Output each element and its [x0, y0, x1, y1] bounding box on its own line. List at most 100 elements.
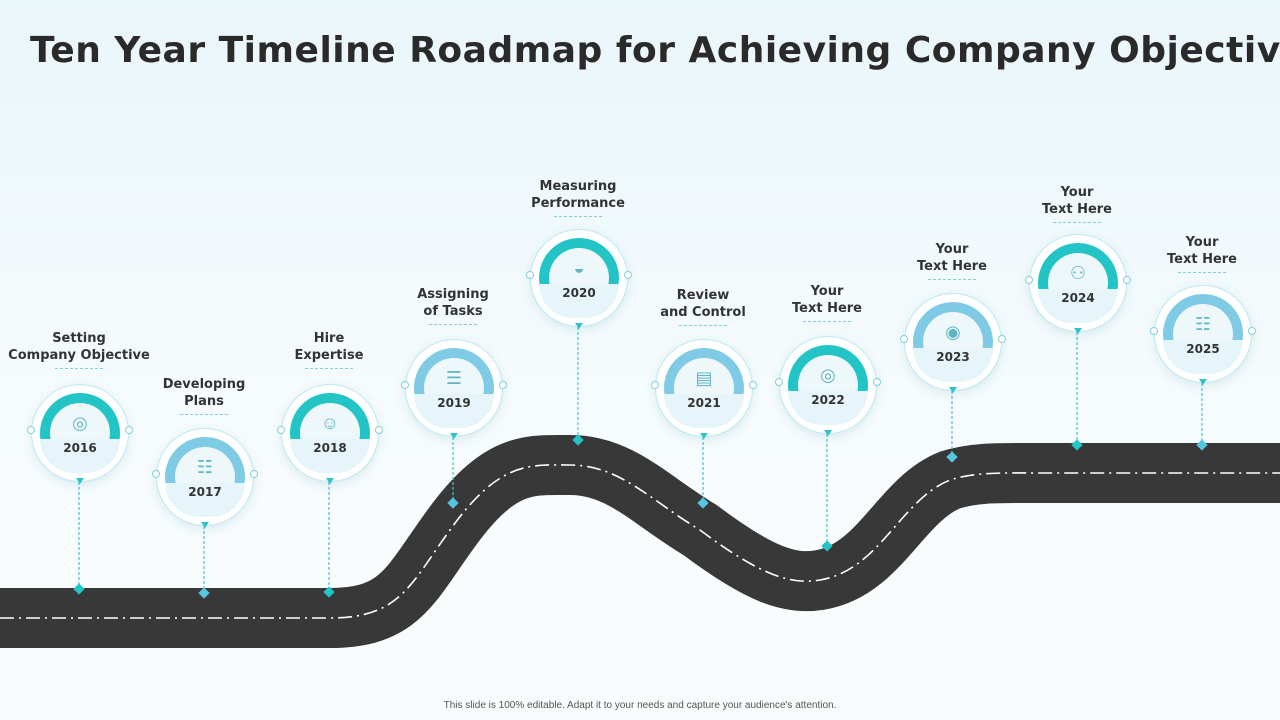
bubble-pointer [1074, 328, 1082, 334]
milestone-bubble: ◎ 2016 [27, 384, 133, 484]
progress-ring [290, 393, 370, 473]
label-underline [1053, 222, 1101, 223]
milestone-label-line: Your [935, 242, 969, 257]
road-marker-2019 [447, 497, 459, 509]
milestone-label-line: Text Here [916, 259, 987, 274]
road-marker-2018 [323, 586, 335, 598]
milestone-bubble: ☷ 2025 [1150, 285, 1256, 385]
bubble-knob-left [651, 381, 659, 389]
bubble-knob-left [775, 378, 783, 386]
bubble-knob-right [749, 381, 757, 389]
bubble-knob-left [900, 335, 908, 343]
label-underline [803, 321, 851, 322]
road-center-line [0, 464, 1280, 619]
hire-icon: ☺ [320, 413, 340, 433]
label-underline [1178, 272, 1226, 273]
milestone-label-line: Your [810, 284, 844, 299]
road-marker-2020 [572, 434, 584, 446]
progress-ring [165, 437, 245, 517]
bubble-knob-right [499, 381, 507, 389]
milestone-bubble: ⚇ 2024 [1025, 234, 1131, 334]
milestone-year: 2019 [437, 396, 471, 410]
milestone-label-line: Company Objective [8, 348, 150, 363]
milestone-label-line: Text Here [1166, 252, 1237, 267]
bubble-knob-right [375, 426, 383, 434]
milestone-bubble: ☷ 2017 [152, 428, 258, 528]
milestone-year: 2018 [313, 441, 347, 455]
measuring-tape-icon: ◒ [573, 258, 585, 278]
milestone-bubble: ▤ 2021 [651, 339, 757, 439]
bubble-knob-left [1150, 327, 1158, 335]
road-marker-2022 [821, 540, 833, 552]
milestone-label-line: Your [1185, 235, 1219, 250]
bubble-pointer [949, 387, 957, 393]
milestone-bubble: ◎ 2022 [775, 336, 881, 436]
milestone-label-line: Plans [184, 394, 224, 409]
team-icon: ⚇ [1069, 263, 1087, 283]
road-marker-2025 [1196, 439, 1208, 451]
target-icon: ◎ [72, 413, 88, 433]
clipboard-icon: ☰ [445, 368, 463, 388]
milestone-year: 2024 [1061, 291, 1095, 305]
milestone-label-line: Hire [313, 331, 345, 346]
milestone-year: 2020 [562, 286, 596, 300]
label-underline [928, 279, 976, 280]
bubble-knob-right [624, 271, 632, 279]
bubble-pointer [201, 522, 209, 528]
bubble-knob-right [1123, 276, 1131, 284]
target-icon: ◎ [820, 365, 836, 385]
milestone-bubble: ☺ 2018 [277, 384, 383, 484]
bubble-knob-right [1248, 327, 1256, 335]
bubble-knob-left [27, 426, 35, 434]
progress-ring [539, 238, 619, 318]
bubble-pointer [76, 478, 84, 484]
bubble-knob-left [401, 381, 409, 389]
road-marker-2021 [697, 497, 709, 509]
bubble-knob-left [1025, 276, 1033, 284]
presentation-icon: ▤ [695, 368, 713, 388]
milestone-label-line: Setting [52, 331, 106, 346]
milestone-year: 2016 [63, 441, 97, 455]
bubble-knob-left [526, 271, 534, 279]
milestone-label-line: Review [676, 288, 730, 303]
milestone-year: 2021 [687, 396, 721, 410]
milestone-label-line: Measuring [539, 179, 617, 194]
footer-note: This slide is 100% editable. Adapt it to… [443, 700, 837, 711]
milestone-label-line: Performance [531, 196, 625, 211]
plan-icon: ☷ [196, 457, 214, 477]
milestone-bubble: ◉ 2023 [900, 293, 1006, 393]
money-bag-icon: ◉ [945, 322, 961, 342]
bubble-knob-right [125, 426, 133, 434]
road-marker-2023 [946, 451, 958, 463]
label-underline [679, 325, 727, 326]
label-underline [55, 368, 103, 369]
milestone-year: 2022 [811, 393, 845, 407]
milestone-label-line: Assigning [417, 287, 489, 302]
milestone-label-line: and Control [660, 305, 746, 320]
road-marker-2024 [1071, 439, 1083, 451]
progress-ring [664, 348, 744, 428]
label-underline [305, 368, 353, 369]
hierarchy-icon: ☷ [1194, 314, 1212, 334]
progress-ring [414, 348, 494, 428]
bubble-pointer [450, 433, 458, 439]
road-marker-2017 [198, 587, 210, 599]
slide-title: Ten Year Timeline Roadmap for Achieving … [30, 30, 1280, 71]
milestone-bubble: ◒ 2020 [526, 229, 632, 329]
milestone-label-line: Text Here [791, 301, 862, 316]
milestone-year: 2025 [1186, 342, 1220, 356]
milestone-label-line: Your [1060, 185, 1094, 200]
milestone-label: Review and Control [628, 287, 778, 326]
bubble-knob-left [152, 470, 160, 478]
bubble-knob-right [250, 470, 258, 478]
progress-ring [40, 393, 120, 473]
milestone-year: 2017 [188, 485, 222, 499]
milestone-year: 2023 [936, 350, 970, 364]
milestone-label-line: Developing [162, 377, 246, 392]
